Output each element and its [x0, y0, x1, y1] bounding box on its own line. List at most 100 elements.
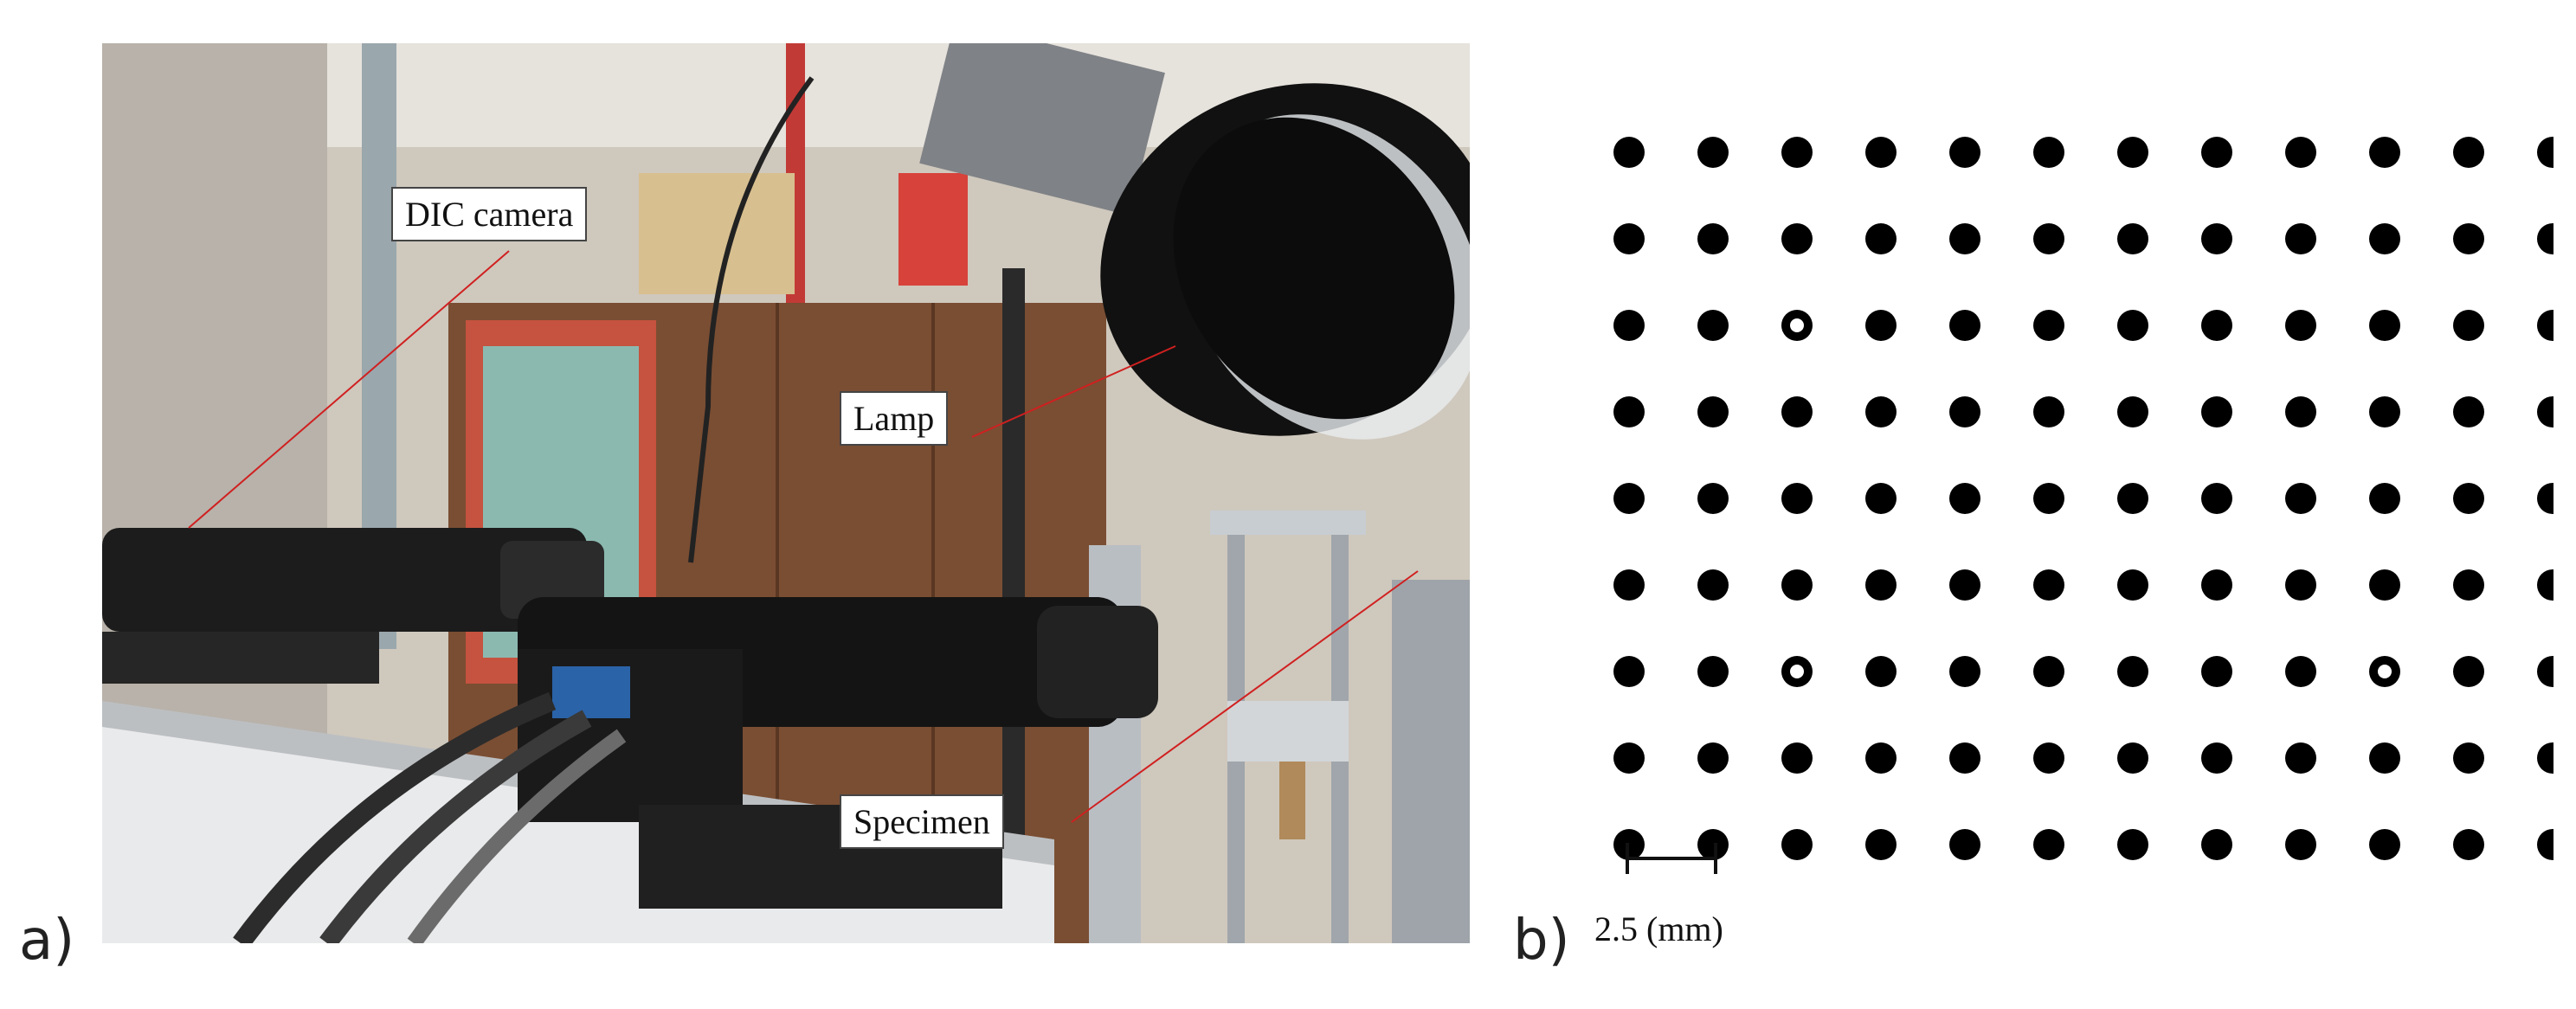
- grid-dot: [1613, 569, 1645, 601]
- specimen-label: Specimen: [840, 794, 1004, 849]
- grid-dot: [2453, 396, 2484, 427]
- hollow-dot-center: [1790, 318, 1804, 332]
- grid-dot: [1697, 396, 1729, 427]
- grid-dot: [2201, 742, 2232, 774]
- grid-dot: [2537, 310, 2568, 341]
- grid-dot: [1949, 569, 1980, 601]
- grid-dot: [2453, 223, 2484, 254]
- grid-dot: [1865, 742, 1897, 774]
- grid-dot: [1781, 483, 1813, 514]
- grid-dot: [2033, 742, 2064, 774]
- dic-camera-label: DIC camera: [391, 187, 588, 241]
- grid-dot: [2033, 223, 2064, 254]
- grid-dot: [1865, 829, 1897, 860]
- grid-dot: [2453, 310, 2484, 341]
- grid-dot: [2117, 742, 2148, 774]
- grid-dot: [2537, 569, 2568, 601]
- grid-dot: [1781, 137, 1813, 168]
- grid-dot: [2453, 829, 2484, 860]
- grid-dot: [2285, 137, 2316, 168]
- grid-dot: [1865, 137, 1897, 168]
- grid-dot: [2033, 656, 2064, 687]
- grid-dot: [2201, 396, 2232, 427]
- scale-bar: [1626, 843, 1717, 874]
- grid-dot: [2453, 483, 2484, 514]
- grid-dot: [1865, 569, 1897, 601]
- photo-illustration: [102, 43, 1470, 943]
- grid-dot: [2117, 483, 2148, 514]
- grid-dot: [2369, 137, 2400, 168]
- hollow-dot-center: [1790, 665, 1804, 678]
- grid-dot: [2117, 569, 2148, 601]
- grid-dot: [2453, 569, 2484, 601]
- grid-dot: [1697, 483, 1729, 514]
- grid-dot: [2537, 829, 2568, 860]
- grid-dot: [2537, 483, 2568, 514]
- calibration-dot-grid: [1584, 121, 2568, 865]
- grid-dot: [1781, 223, 1813, 254]
- grid-dot: [2369, 742, 2400, 774]
- grid-dot: [1613, 223, 1645, 254]
- panel-a-letter: a): [19, 909, 75, 973]
- grid-dot: [2201, 656, 2232, 687]
- grid-dot: [2369, 396, 2400, 427]
- grid-dot: [1697, 137, 1729, 168]
- grid-dot: [2453, 742, 2484, 774]
- grid-dot: [1949, 310, 1980, 341]
- grid-dot: [1697, 569, 1729, 601]
- grid-dot: [2369, 483, 2400, 514]
- grid-dot: [2369, 569, 2400, 601]
- grid-dot: [1865, 310, 1897, 341]
- grid-dot: [1949, 137, 1980, 168]
- grid-dot: [2537, 223, 2568, 254]
- grid-dot: [1613, 310, 1645, 341]
- grid-dot: [2117, 223, 2148, 254]
- grid-dot: [1697, 829, 1729, 860]
- grid-dot: [2369, 310, 2400, 341]
- grid-dot: [1949, 483, 1980, 514]
- grid-dot: [1949, 742, 1980, 774]
- grid-dot: [1781, 569, 1813, 601]
- grid-dot: [2033, 483, 2064, 514]
- grid-dot: [2285, 223, 2316, 254]
- grid-dot: [2285, 569, 2316, 601]
- grid-dot: [1697, 742, 1729, 774]
- grid-dot: [2201, 137, 2232, 168]
- grid-dot: [1865, 396, 1897, 427]
- grid-dot: [1613, 396, 1645, 427]
- grid-dot: [2201, 310, 2232, 341]
- grid-dot: [2033, 310, 2064, 341]
- dot-grid-svg: [1613, 137, 2568, 860]
- grid-dot: [2033, 829, 2064, 860]
- grid-dot: [1697, 310, 1729, 341]
- grid-dot: [2201, 483, 2232, 514]
- panel-b-letter: b): [1513, 909, 1570, 973]
- grid-dot: [1697, 223, 1729, 254]
- grid-dot: [2369, 223, 2400, 254]
- grid-dot: [2453, 656, 2484, 687]
- grid-dot: [1865, 223, 1897, 254]
- grid-dot: [2285, 310, 2316, 341]
- grid-dot: [2369, 829, 2400, 860]
- grid-dot: [1949, 656, 1980, 687]
- grid-dot: [2033, 396, 2064, 427]
- grid-dot: [1949, 829, 1980, 860]
- grid-dot: [2201, 829, 2232, 860]
- grid-dot: [2033, 137, 2064, 168]
- grid-dot: [2117, 137, 2148, 168]
- grid-dot: [1949, 396, 1980, 427]
- grid-dot: [1613, 742, 1645, 774]
- grid-dot: [2537, 137, 2568, 168]
- grid-dot: [2453, 137, 2484, 168]
- scale-bar-label: 2.5 (mm): [1594, 909, 1723, 948]
- grid-dot: [2117, 656, 2148, 687]
- grid-dot: [1781, 396, 1813, 427]
- grid-dot: [2537, 396, 2568, 427]
- grid-dot: [1781, 742, 1813, 774]
- grid-dot: [2285, 656, 2316, 687]
- grid-dot: [2117, 829, 2148, 860]
- grid-dot: [2117, 310, 2148, 341]
- dic-setup-photo: DIC camera Lamp Specimen: [102, 43, 1470, 943]
- grid-dot: [1865, 656, 1897, 687]
- grid-dot: [2285, 483, 2316, 514]
